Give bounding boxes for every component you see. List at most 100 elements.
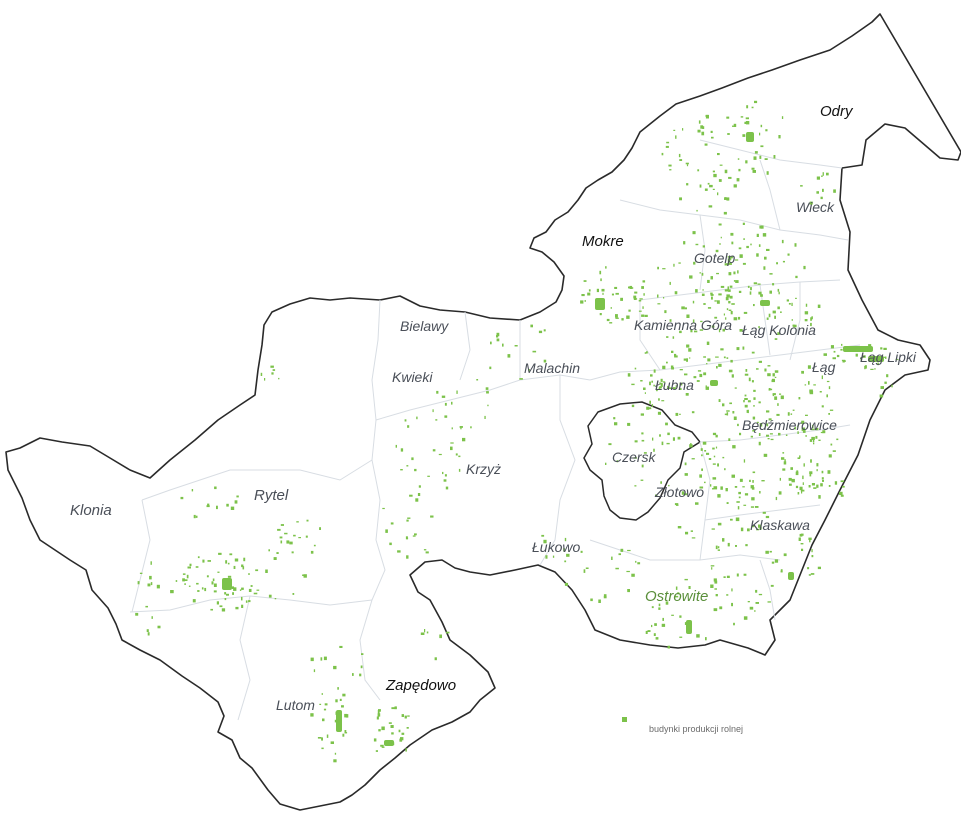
building-mark [757,283,761,285]
building-mark [291,551,294,554]
building-mark [391,732,394,735]
place-label-lutom: Lutom [276,697,315,713]
building-mark [378,709,381,712]
building-mark [696,634,700,638]
building-mark [756,421,759,424]
building-mark [810,322,812,327]
building-mark [394,706,397,710]
building-mark [768,418,772,421]
building-mark [802,482,804,485]
building-mark [608,443,612,446]
place-label-odry: Odry [820,103,854,120]
building-mark [732,411,735,414]
building-mark [147,583,151,587]
building-mark [790,467,793,470]
building-mark [808,537,812,540]
building-mark [658,603,661,607]
building-mark [782,452,785,454]
building-mark [689,275,693,279]
building-patch [760,300,770,306]
building-mark [811,428,815,431]
building-mark [727,256,732,258]
building-mark [665,145,669,148]
building-mark [752,170,756,173]
building-mark [724,413,728,416]
building-mark [712,170,715,173]
building-mark [711,567,713,570]
building-mark [877,362,879,366]
building-mark [610,307,612,309]
building-mark [799,455,801,459]
building-mark [156,584,160,589]
building-mark [496,338,500,342]
building-mark [711,528,715,530]
building-mark [584,300,586,302]
building-mark [635,560,637,563]
building-mark [868,344,872,347]
building-mark [485,387,489,390]
building-mark [668,484,670,487]
building-mark [714,316,718,319]
building-mark [543,329,546,332]
building-mark [815,435,818,439]
building-mark [738,316,741,320]
building-mark [742,346,745,350]
building-mark [799,486,803,491]
building-mark [416,416,418,420]
building-mark [235,606,239,610]
building-mark [286,540,290,544]
building-mark [712,447,715,450]
building-mark [728,301,731,304]
building-mark [783,461,787,465]
building-mark [817,566,821,570]
building-mark [742,262,746,265]
building-mark [801,427,806,431]
place-label-rytel: Rytel [254,487,289,504]
building-mark [726,357,729,359]
building-mark [615,317,619,319]
building-mark [801,420,805,424]
building-mark [655,637,659,640]
building-mark [750,287,752,291]
building-mark [731,474,735,478]
building-mark [717,153,720,156]
building-mark [615,314,618,318]
building-mark [360,665,363,669]
building-mark [616,460,619,463]
building-mark [766,434,769,437]
building-mark [674,355,678,358]
building-mark [735,517,740,522]
building-mark [458,468,461,472]
building-mark [218,552,222,555]
building-mark [420,632,425,635]
building-mark [776,413,780,416]
building-mark [703,356,706,358]
building-mark [669,281,671,285]
building-mark [768,388,771,391]
building-mark [197,556,200,559]
building-mark [690,329,693,333]
building-patch [686,620,692,634]
building-mark [192,599,196,603]
building-mark [739,254,743,258]
building-mark [765,550,769,554]
building-mark [407,715,410,717]
building-mark [326,734,329,738]
building-mark [724,198,727,200]
building-mark [755,602,759,604]
building-mark [631,404,635,408]
building-mark [708,205,713,208]
building-mark [841,359,846,362]
building-mark [701,468,703,471]
building-mark [737,506,740,510]
building-mark [715,594,718,597]
building-mark [735,545,737,547]
building-mark [658,398,660,401]
building-mark [829,409,834,411]
building-mark [407,517,411,519]
building-mark [688,348,692,352]
building-mark [726,410,730,412]
building-mark [717,549,720,551]
building-mark [250,585,253,587]
